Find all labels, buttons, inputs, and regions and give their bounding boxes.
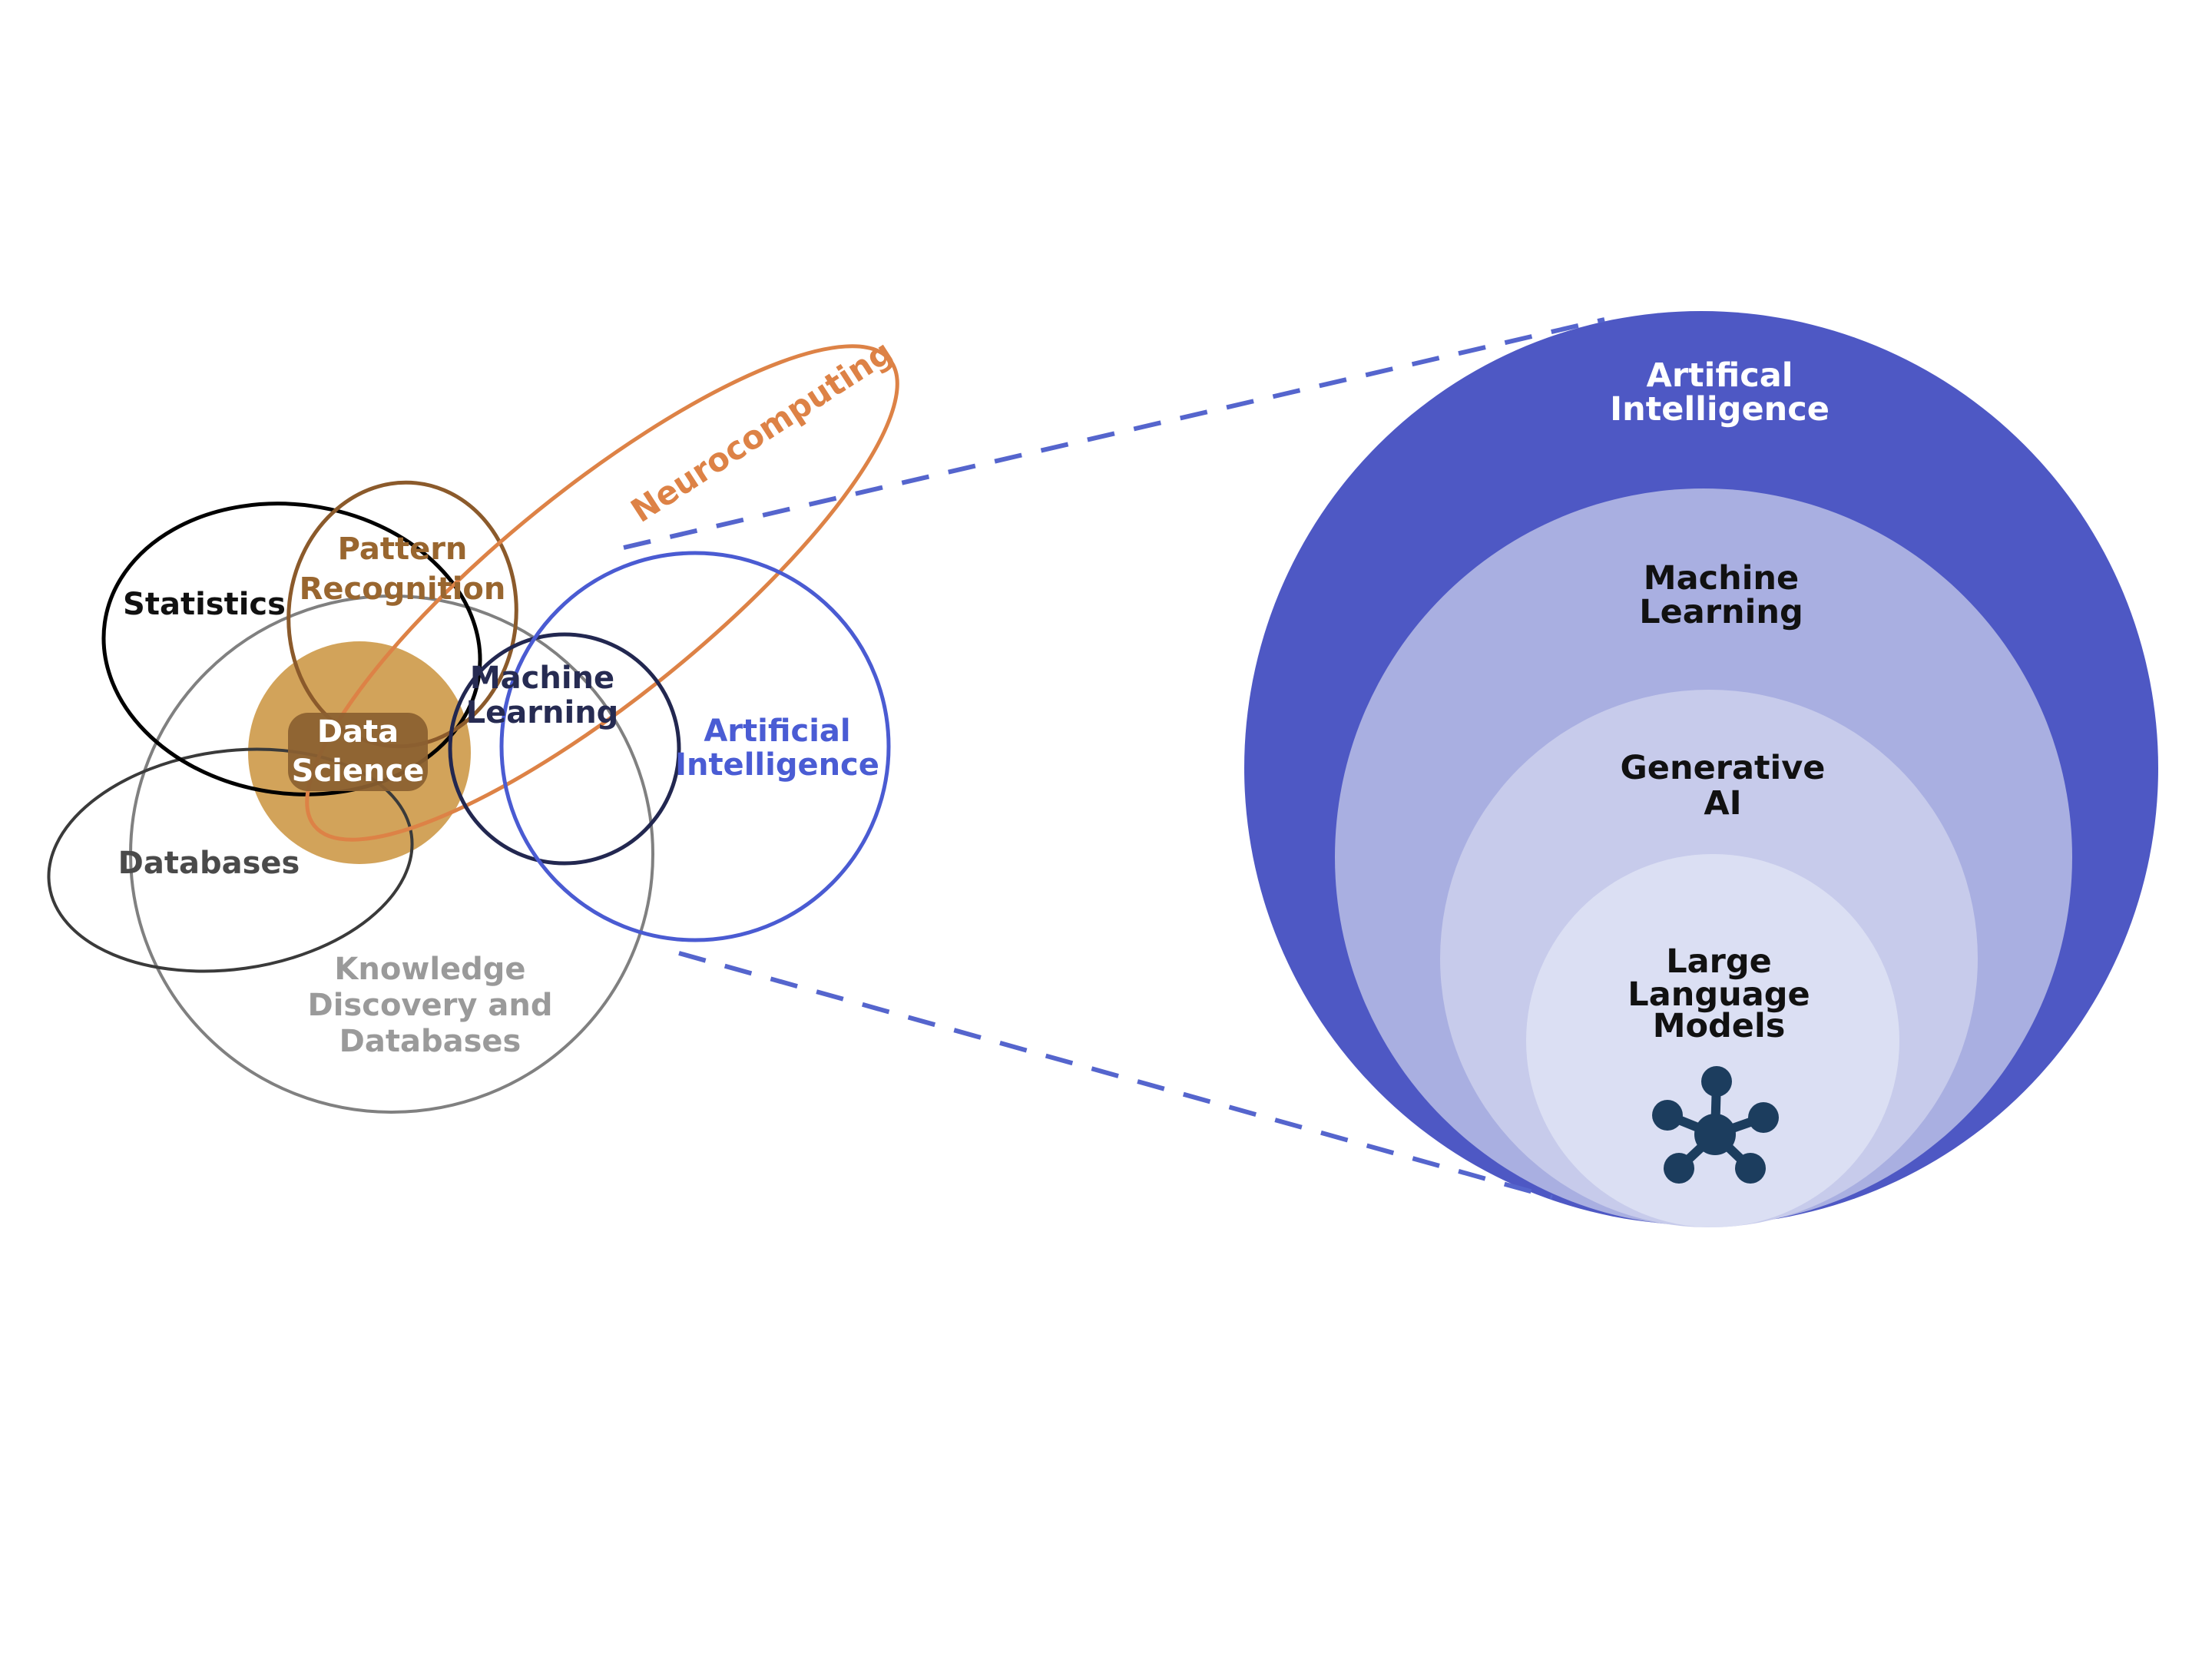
llm-label-line1: Large (1666, 942, 1772, 981)
ai-label-line1: Artifical (1647, 356, 1793, 395)
ml-label-line1: Machine (1644, 559, 1799, 598)
databases-ellipse (47, 747, 414, 973)
lower-dashed-connector (678, 951, 1553, 1200)
statistics-label: Statistics (123, 587, 286, 622)
data-science-label-line2: Science (292, 753, 425, 789)
generative-ai-label-line2: AI (1704, 784, 1741, 823)
llm-label-line3: Models (1653, 1007, 1786, 1045)
generative-ai-label-line1: Generative (1621, 749, 1826, 787)
right-nested-circles: Artifical Intelligence Machine Learning … (1244, 311, 2158, 1227)
upper-dashed-connector (623, 317, 1605, 550)
machine-learning-label-line1: Machine (470, 661, 614, 696)
neurocomputing-ellipse (305, 344, 899, 842)
knowledge-discovery-label-line1: Knowledge (334, 952, 525, 987)
data-science-label-box (288, 713, 428, 791)
machine-learning-ellipse (448, 632, 681, 866)
llm-circle (1526, 854, 1899, 1227)
llm-label-line2: Language (1628, 975, 1810, 1014)
zoom-connector-lines (623, 317, 1605, 1200)
artificial-intelligence-label-line1: Artificial (704, 714, 850, 749)
machine-learning-label-line2: Learning (466, 695, 619, 730)
neurocomputing-label: Neurocomputing (624, 333, 899, 529)
knowledge-discovery-ellipse (129, 594, 654, 1114)
network-icon-nodes (1652, 1066, 1779, 1184)
ml-label-line2: Learning (1639, 593, 1803, 631)
artificial-intelligence-ellipse (499, 551, 891, 942)
pattern-recognition-label-line1: Pattern (338, 531, 468, 567)
databases-label: Databases (118, 846, 300, 881)
network-icon (1652, 1066, 1779, 1184)
left-venn-diagram: Statistics Pattern Recognition Neurocomp… (47, 333, 899, 1114)
knowledge-discovery-label-line2: Discovery and (308, 988, 553, 1023)
pattern-recognition-label-line2: Recognition (300, 571, 506, 607)
knowledge-discovery-label-line3: Databases (339, 1024, 522, 1059)
data-science-label-line1: Data (317, 714, 399, 750)
ai-label-line2: Intelligence (1610, 390, 1830, 429)
artificial-intelligence-label-line2: Intelligence (675, 747, 879, 783)
